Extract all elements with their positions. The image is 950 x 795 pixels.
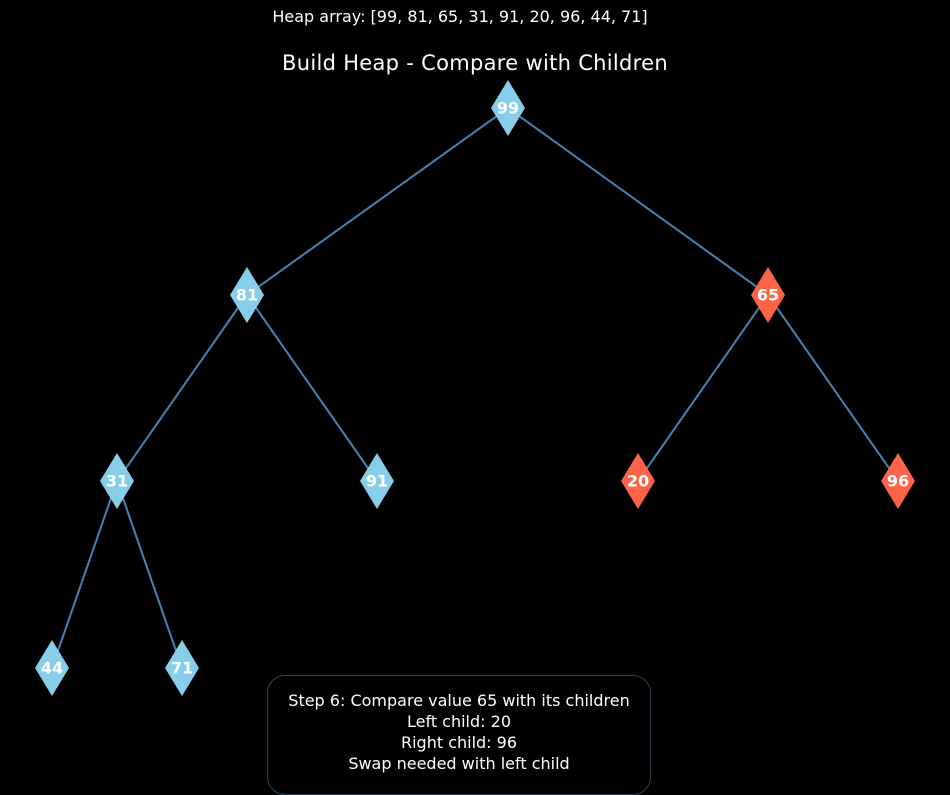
swap-note: Swap needed with left child: [348, 754, 570, 773]
tree-edge: [116, 480, 183, 669]
left-child-text: Left child: 20: [406, 712, 511, 731]
node-marker: [230, 267, 264, 323]
heap-node-99: 99: [491, 80, 525, 136]
tree-edges: [51, 107, 899, 669]
heap-node-31: 31: [100, 453, 134, 509]
node-value-label: 44: [41, 659, 63, 678]
node-value-label: 65: [757, 286, 779, 305]
tree-edge: [246, 107, 509, 296]
node-value-label: 81: [236, 286, 258, 305]
tree-edge: [767, 294, 899, 482]
node-value-label: 31: [106, 472, 128, 491]
heap-node-81: 81: [230, 267, 264, 323]
node-value-label: 71: [171, 659, 193, 678]
highlighted-node-marker: [751, 267, 785, 323]
node-marker: [360, 453, 394, 509]
node-marker: [165, 640, 199, 696]
tree-edge: [51, 480, 118, 669]
node-value-label: 96: [887, 472, 909, 491]
tree-edge: [116, 294, 248, 482]
node-value-label: 91: [366, 472, 388, 491]
tree-edge: [246, 294, 378, 482]
diagram-title: Build Heap - Compare with Children: [282, 51, 668, 75]
heap-node-65: 65: [751, 267, 785, 323]
tree-edge: [507, 107, 769, 296]
step-description: Step 6: Compare value 65 with its childr…: [288, 691, 630, 710]
node-marker: [100, 453, 134, 509]
heap-node-44: 44: [35, 640, 69, 696]
node-marker: [491, 80, 525, 136]
node-value-label: 99: [497, 99, 519, 118]
node-value-label: 20: [627, 472, 649, 491]
highlighted-node-marker: [881, 453, 915, 509]
node-marker: [35, 640, 69, 696]
heap-node-96: 96: [881, 453, 915, 509]
tree-nodes: 99 81 65 31 91 20 96 44 71: [35, 80, 915, 696]
heap-node-91: 91: [360, 453, 394, 509]
heap-node-71: 71: [165, 640, 199, 696]
step-info-box: Step 6: Compare value 65 with its childr…: [267, 675, 651, 795]
tree-edge: [637, 294, 769, 482]
right-child-text: Right child: 96: [400, 733, 518, 752]
highlighted-node-marker: [621, 453, 655, 509]
heap-node-20: 20: [621, 453, 655, 509]
heap-array-text: Heap array: [99, 81, 65, 31, 91, 20, 96,…: [272, 7, 648, 26]
